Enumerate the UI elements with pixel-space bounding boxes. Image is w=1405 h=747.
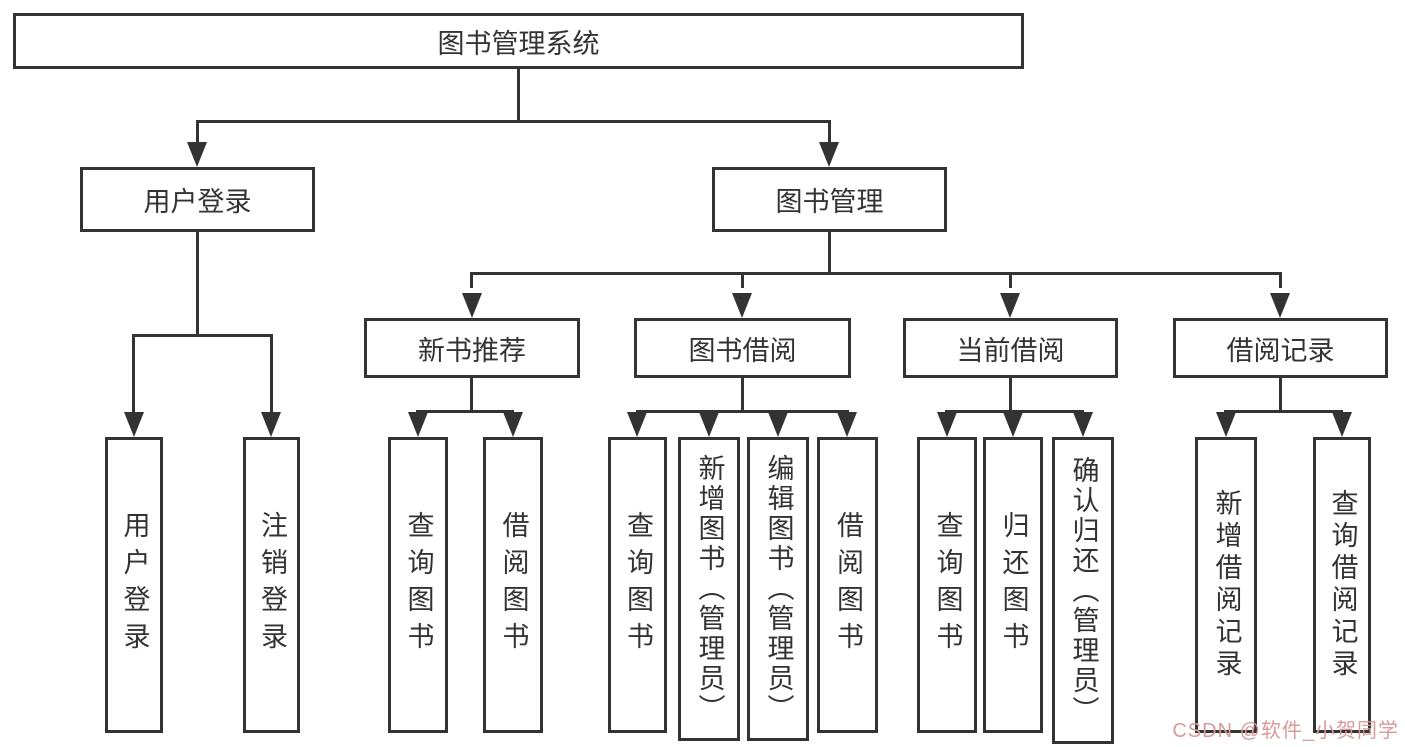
node-new-book-recommendation: 新书推荐	[364, 318, 580, 378]
leaf-label: 用户登录	[119, 511, 150, 659]
leaf-label: 查询图书	[403, 511, 434, 659]
connector-vline	[1279, 378, 1282, 410]
node-book-management: 图书管理	[712, 167, 947, 232]
leaf-add-borrow-record: 新增借阅记录	[1195, 437, 1257, 733]
arrowhead-down	[1000, 293, 1020, 318]
arrowhead-down	[261, 412, 281, 437]
arrowhead-down	[627, 412, 647, 437]
arrowhead-down	[699, 412, 719, 437]
arrowhead-down	[503, 412, 523, 437]
leaf-edit-books-admin: 编辑图书（管理员）	[747, 437, 809, 741]
arrowhead-down	[187, 142, 207, 167]
connector-vline	[196, 232, 199, 334]
leaf-label: 编辑图书（管理员）	[763, 454, 794, 724]
csdn-watermark: CSDN @软件_小贺同学	[1172, 720, 1399, 742]
arrowhead-down	[462, 293, 482, 318]
leaf-label: 借阅图书	[498, 511, 529, 659]
connector-vline	[270, 334, 273, 412]
connector-hline	[1224, 410, 1343, 413]
leaf-confirm-return-admin: 确认归还（管理员）	[1052, 437, 1114, 744]
leaf-logout: 注销登录	[243, 437, 300, 733]
connector-vline	[1009, 272, 1012, 288]
connector-hline	[196, 120, 831, 123]
connector-vline	[1279, 272, 1282, 288]
leaf-user-login: 用户登录	[105, 437, 163, 733]
arrowhead-down	[768, 412, 788, 437]
arrowhead-down	[1216, 412, 1236, 437]
leaf-label: 新增借阅记录	[1211, 489, 1242, 681]
leaf-label: 查询图书	[623, 511, 653, 659]
leaf-label: 新增图书（管理员）	[694, 454, 725, 724]
connector-vline	[741, 378, 744, 410]
connector-vline	[517, 69, 520, 120]
arrowhead-down	[1003, 412, 1023, 437]
arrowhead-down	[408, 412, 428, 437]
node-current-borrowing: 当前借阅	[903, 318, 1118, 378]
connector-hline	[636, 410, 849, 413]
leaf-label: 归还图书	[998, 511, 1029, 659]
node-user-login: 用户登录	[80, 167, 315, 232]
connector-vline	[470, 272, 473, 288]
leaf-borrow-books: 借阅图书	[817, 437, 878, 733]
leaf-label: 查询图书	[932, 511, 963, 659]
connector-vline	[470, 378, 473, 410]
arrowhead-down	[937, 412, 957, 437]
leaf-return-books: 归还图书	[983, 437, 1043, 733]
leaf-label: 借阅图书	[833, 511, 863, 659]
connector-hline	[470, 272, 1282, 275]
leaf-borrow-books-recommend: 借阅图书	[483, 437, 543, 733]
leaf-query-books-current: 查询图书	[917, 437, 977, 733]
arrowhead-down	[819, 142, 839, 167]
connector-vline	[828, 232, 831, 272]
leaf-query-books-recommend: 查询图书	[388, 437, 448, 733]
arrowhead-down	[1270, 293, 1290, 318]
arrowhead-down	[1332, 412, 1352, 437]
node-library-management-system: 图书管理系统	[13, 13, 1024, 69]
node-borrowing-records: 借阅记录	[1173, 318, 1388, 378]
leaf-query-books-borrow: 查询图书	[608, 437, 667, 733]
arrowhead-down	[1073, 412, 1093, 437]
leaf-label: 查询借阅记录	[1327, 489, 1358, 681]
leaf-label: 注销登录	[257, 511, 287, 659]
arrowhead-down	[124, 412, 144, 437]
connector-hline	[132, 334, 273, 337]
connector-hline	[945, 410, 1084, 413]
node-book-borrowing: 图书借阅	[634, 318, 851, 378]
arrowhead-down	[732, 293, 752, 318]
leaf-query-borrow-record: 查询借阅记录	[1313, 437, 1371, 733]
connector-vline	[741, 272, 744, 288]
leaf-label: 确认归还（管理员）	[1068, 455, 1099, 726]
connector-vline	[828, 120, 831, 144]
leaf-add-books-admin: 新增图书（管理员）	[678, 437, 740, 741]
connector-hline	[416, 410, 514, 413]
connector-vline	[1009, 378, 1012, 410]
connector-vline	[196, 120, 199, 144]
connector-vline	[132, 334, 135, 412]
arrowhead-down	[837, 412, 857, 437]
